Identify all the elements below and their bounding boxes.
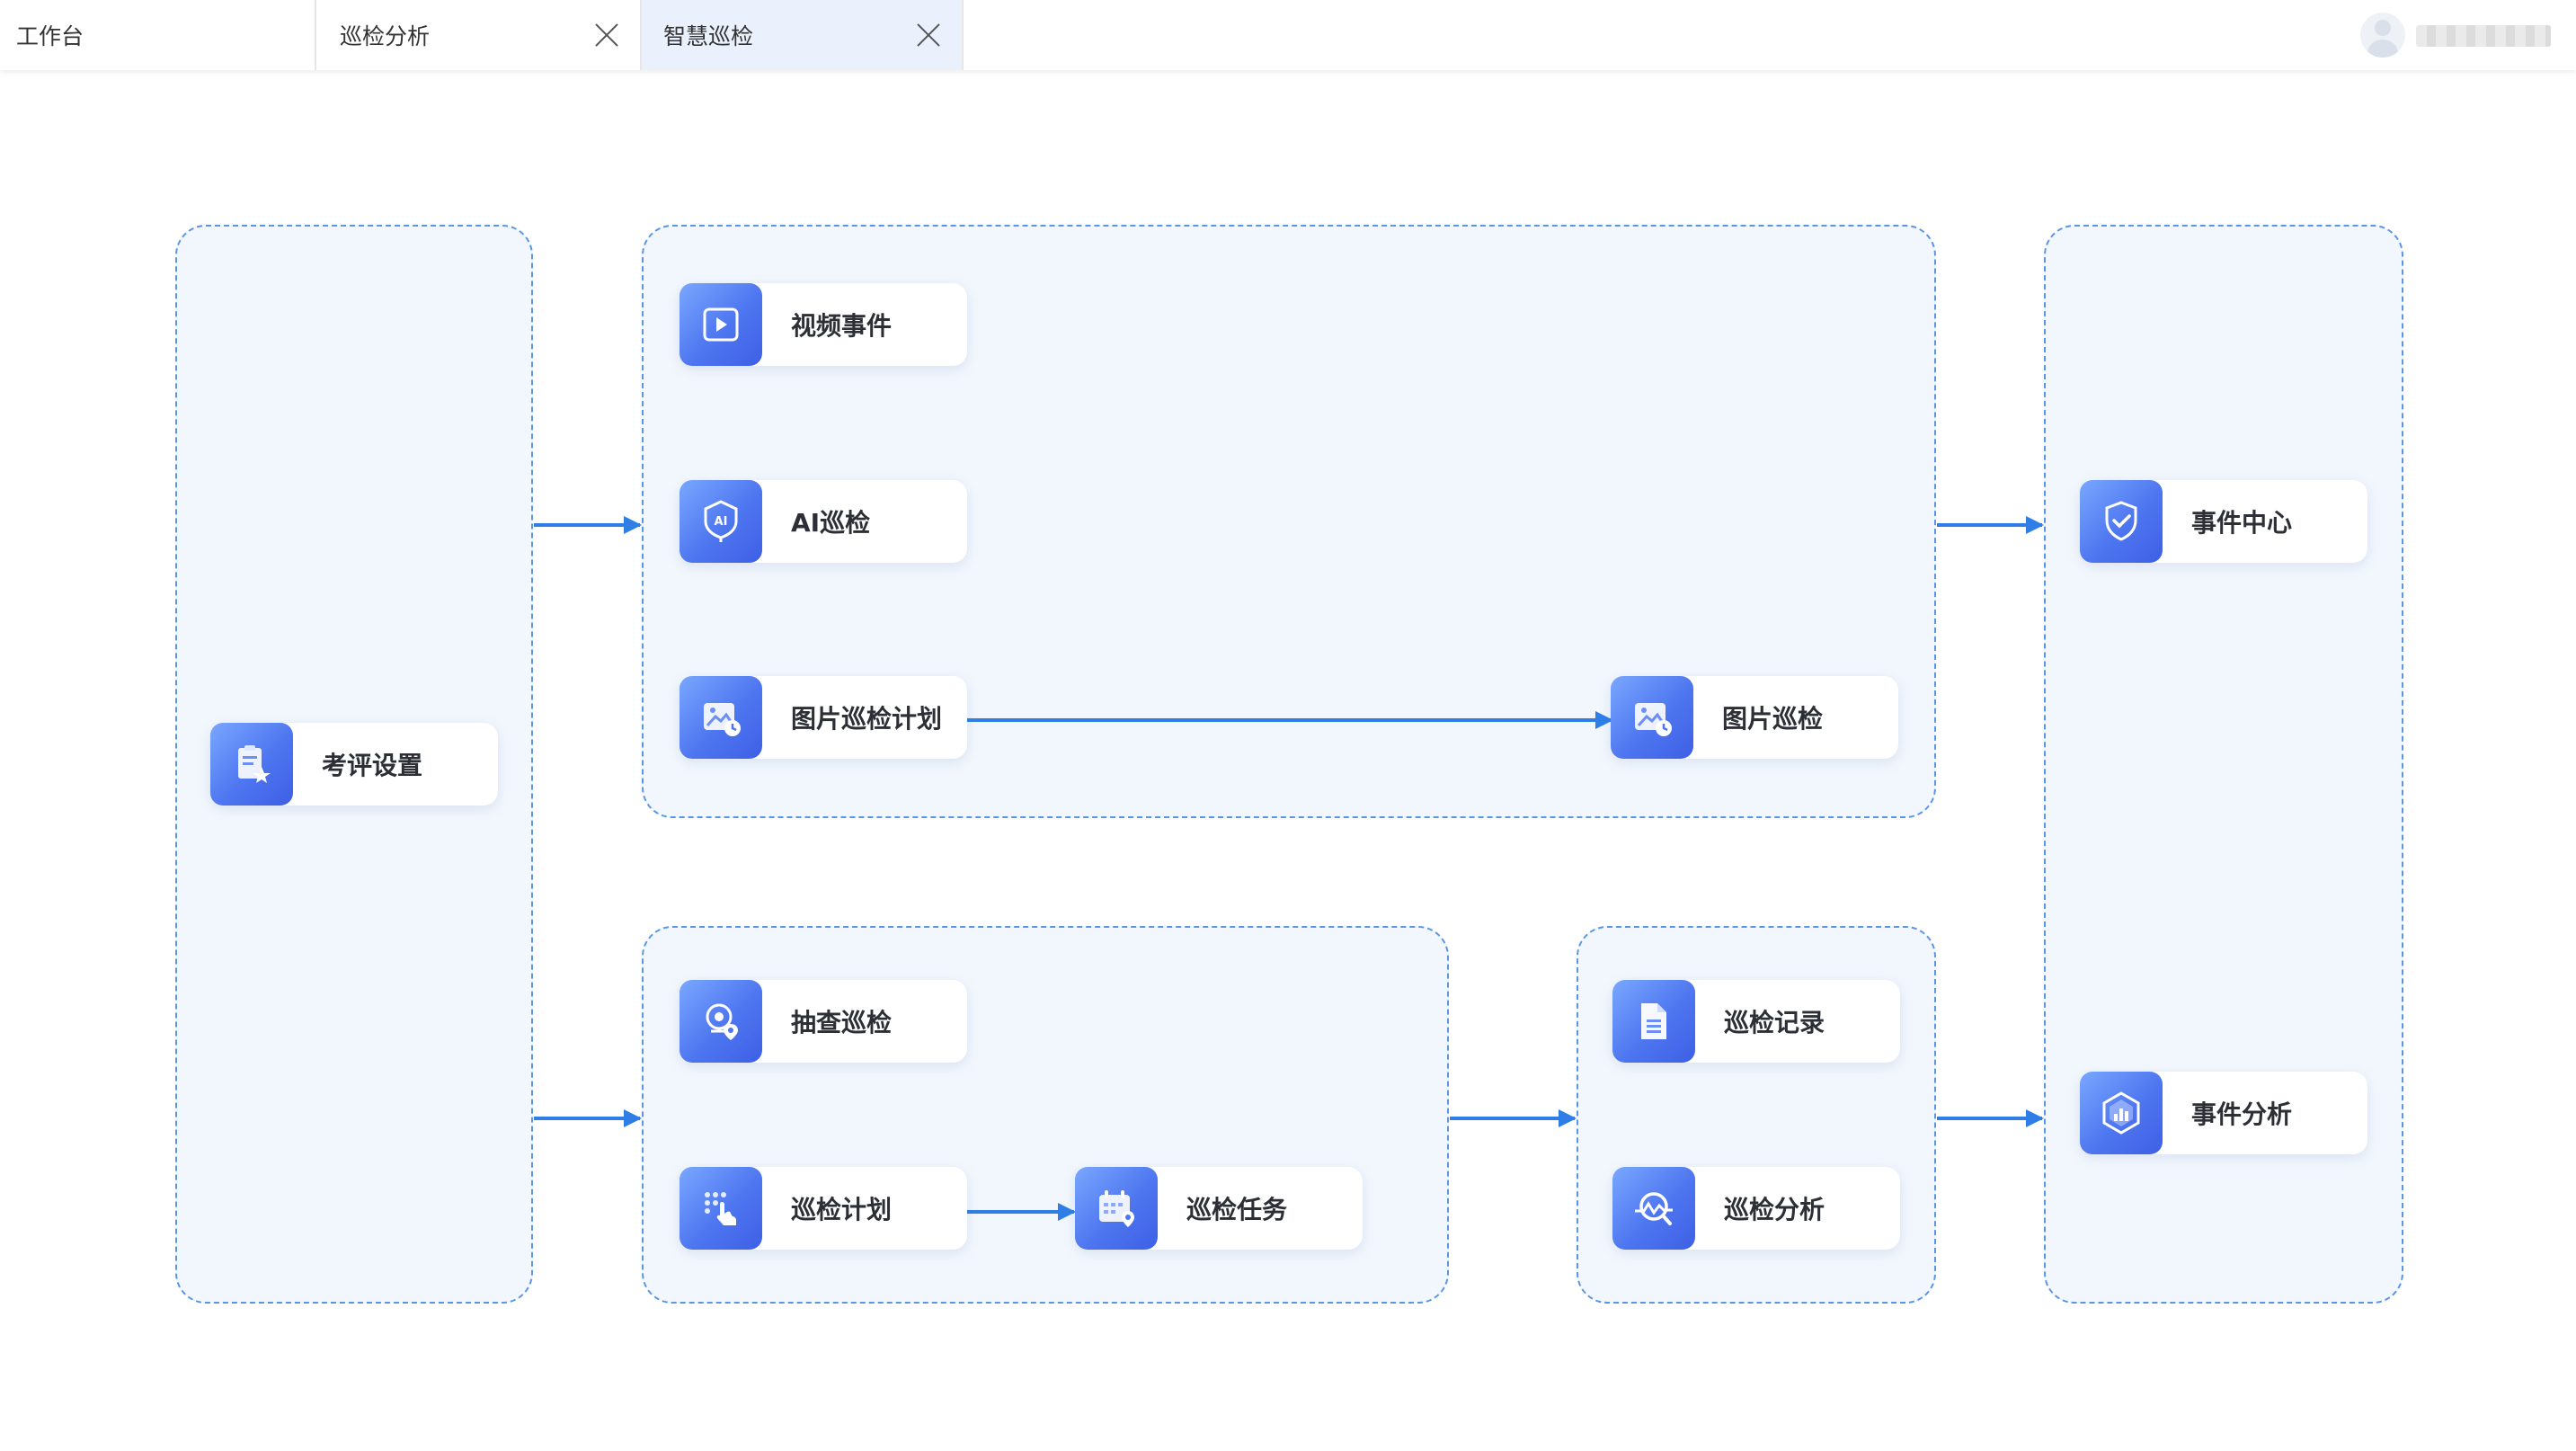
tab-smart-inspection[interactable]: 智慧巡检 [640, 0, 964, 70]
svg-text:AI: AI [715, 515, 728, 529]
avatar [2360, 13, 2405, 58]
node-video-events[interactable]: 视频事件 [680, 283, 967, 366]
tab-label: 智慧巡检 [663, 23, 754, 49]
ai-shield-icon: AI [680, 480, 762, 563]
user-name-blurred [2416, 25, 2551, 47]
node-ai-inspection[interactable]: AI AI巡检 [680, 480, 967, 563]
node-image-inspection[interactable]: 图片巡检 [1611, 676, 1898, 759]
node-inspection-analysis[interactable]: 巡检分析 [1612, 1167, 1900, 1250]
node-label: 巡检分析 [1724, 1195, 1825, 1224]
node-event-center[interactable]: 事件中心 [2080, 480, 2367, 563]
node-label: 巡检记录 [1724, 1008, 1825, 1037]
node-label: 考评设置 [322, 751, 423, 780]
image-clock-icon [1611, 676, 1693, 759]
node-label: AI巡检 [791, 508, 871, 538]
hex-bar-chart-icon [2080, 1072, 2163, 1154]
node-label: 图片巡检计划 [791, 704, 943, 734]
document-icon [1612, 980, 1695, 1063]
video-play-icon [680, 283, 762, 366]
node-label: 视频事件 [791, 311, 893, 341]
tab-label: 工作台 [16, 23, 84, 49]
tab-inspection-analysis[interactable]: 巡检分析 [315, 0, 640, 70]
node-label: 巡检计划 [791, 1195, 893, 1224]
node-label: 图片巡检 [1722, 704, 1824, 734]
node-inspection-plan[interactable]: 巡检计划 [680, 1167, 967, 1250]
node-image-inspection-plan[interactable]: 图片巡检计划 [680, 676, 967, 759]
node-inspection-record[interactable]: 巡检记录 [1612, 980, 1900, 1063]
user-menu[interactable] [2360, 9, 2576, 61]
node-label: 抽查巡检 [791, 1008, 893, 1037]
clipboard-star-icon [210, 723, 293, 806]
node-label: 事件中心 [2191, 508, 2293, 538]
node-label: 事件分析 [2191, 1099, 2293, 1129]
node-event-analysis[interactable]: 事件分析 [2080, 1072, 2367, 1154]
node-label: 巡检任务 [1186, 1195, 1288, 1224]
image-clock-icon [680, 676, 762, 759]
touch-grid-icon [680, 1167, 762, 1250]
node-spot-check[interactable]: 抽查巡检 [680, 980, 967, 1063]
node-inspection-task[interactable]: 巡检任务 [1075, 1167, 1363, 1250]
tab-workbench[interactable]: 工作台 [16, 0, 313, 70]
node-evaluation-settings[interactable]: 考评设置 [210, 723, 498, 806]
webcam-location-icon [680, 980, 762, 1063]
calendar-pin-icon [1075, 1167, 1158, 1250]
shield-check-icon [2080, 480, 2163, 563]
magnify-chart-icon [1612, 1167, 1695, 1250]
tab-bar: 工作台 巡检分析 智慧巡检 [0, 0, 2576, 70]
tab-label: 巡检分析 [340, 23, 431, 49]
